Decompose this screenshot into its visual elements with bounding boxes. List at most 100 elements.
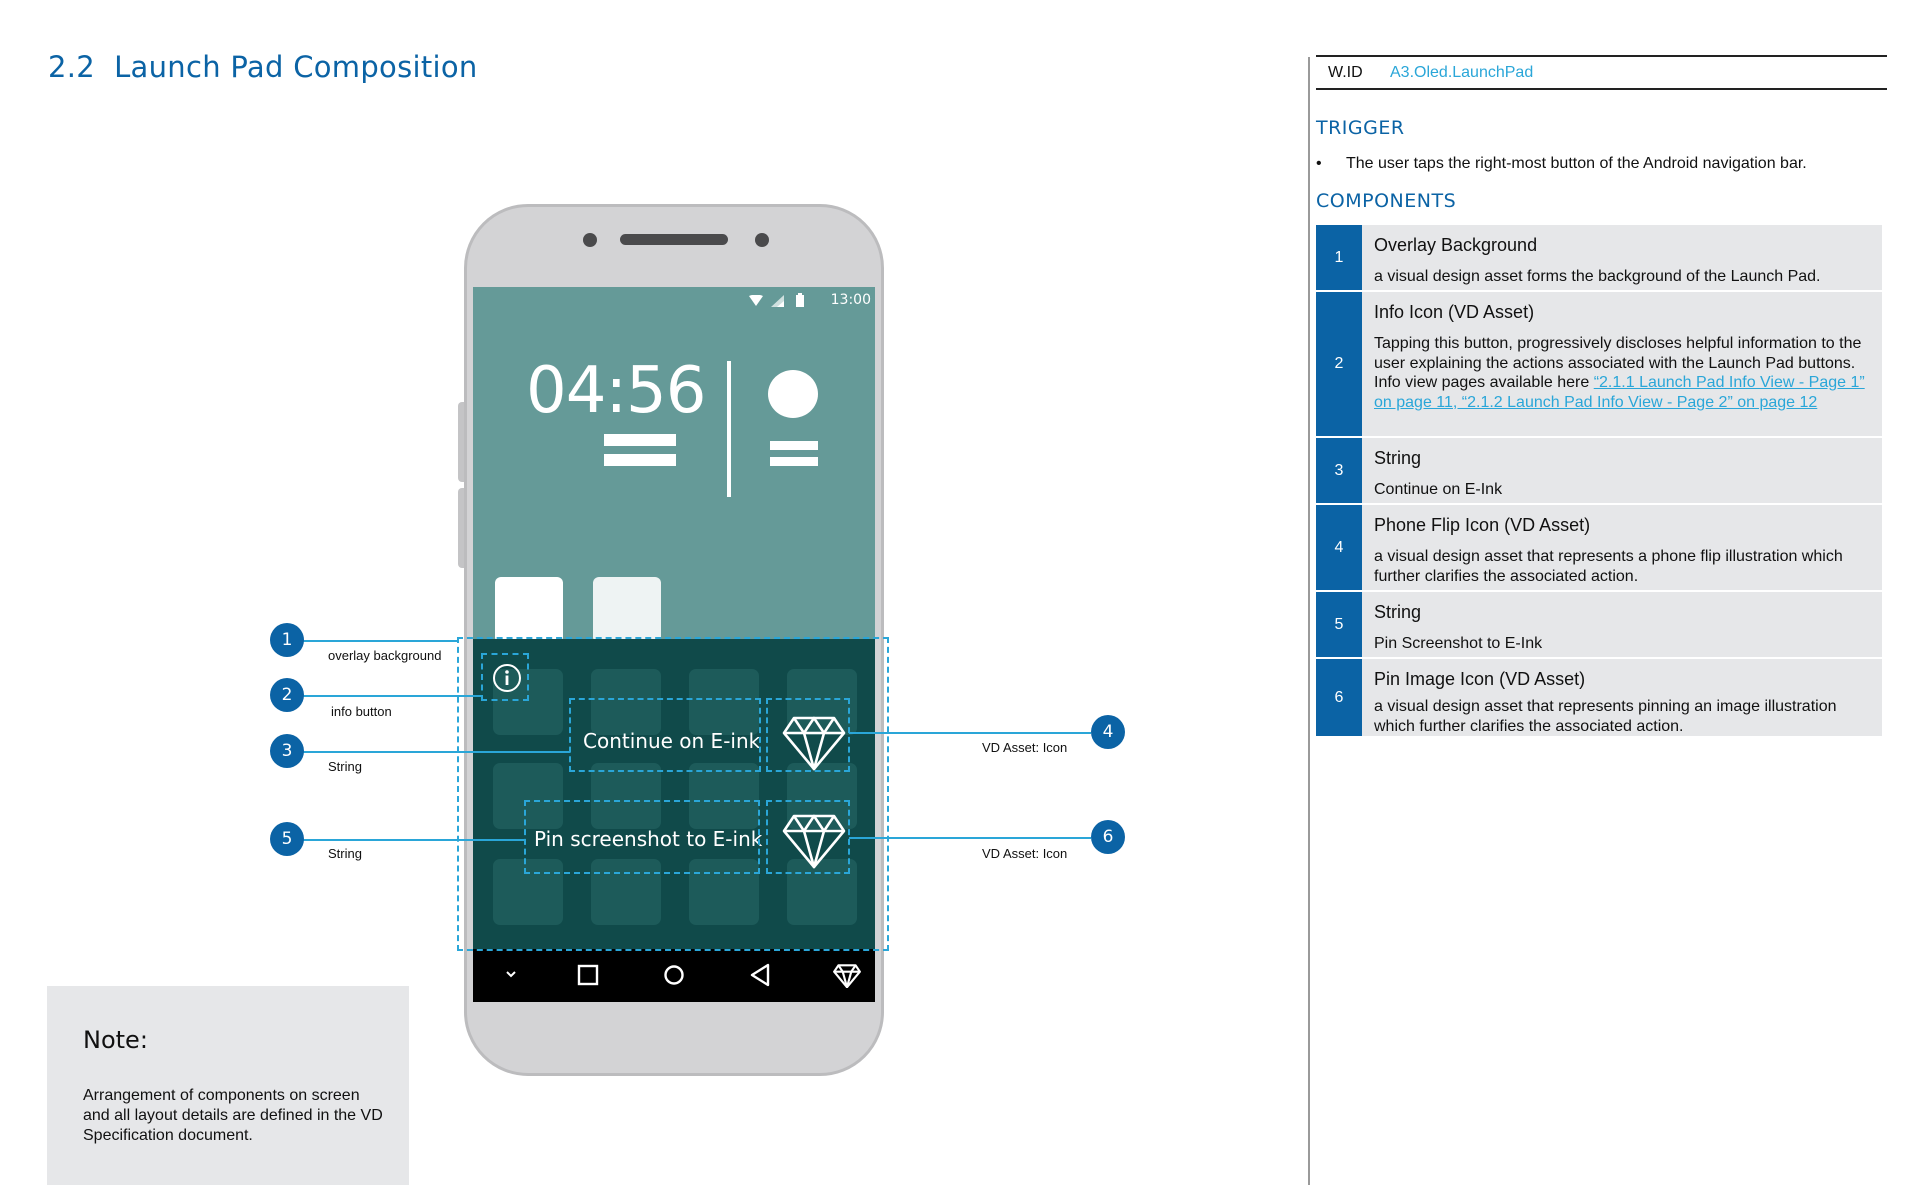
diamond-icon[interactable] bbox=[782, 813, 846, 869]
ghost-tile bbox=[787, 859, 857, 925]
callout-label-5: String bbox=[328, 846, 362, 861]
clock-date-placeholder-1 bbox=[604, 434, 676, 446]
ghost-tile bbox=[689, 669, 759, 735]
component-number: 6 bbox=[1316, 659, 1362, 736]
callout-badge-2: 2 bbox=[270, 678, 304, 712]
weather-placeholder-icon bbox=[768, 370, 818, 418]
ghost-tile bbox=[591, 859, 661, 925]
component-number: 1 bbox=[1316, 225, 1362, 290]
clock-divider bbox=[727, 361, 731, 497]
note-text: Arrangement of components on screen and … bbox=[83, 1087, 383, 1144]
phone-volume-button bbox=[458, 402, 466, 482]
note-title: Note: bbox=[83, 1026, 148, 1054]
clock-date-placeholder-2 bbox=[604, 454, 676, 466]
component-row-4: 4 Phone Flip Icon (VD Asset) a visual de… bbox=[1316, 505, 1882, 590]
pin-screenshot-button[interactable]: Pin screenshot to E-ink bbox=[534, 827, 763, 851]
trigger-heading: TRIGGER bbox=[1316, 117, 1405, 139]
launchpad-overlay: Continue on E-ink Pin screenshot to E-in… bbox=[473, 639, 875, 949]
component-number: 4 bbox=[1316, 505, 1362, 590]
components-heading: COMPONENTS bbox=[1316, 190, 1457, 212]
chevron-down-icon[interactable] bbox=[505, 969, 517, 979]
section-title: 2.2 Launch Pad Composition bbox=[48, 50, 478, 84]
ghost-tile bbox=[591, 763, 661, 829]
callout-label-6: VD Asset: Icon bbox=[982, 846, 1068, 861]
overlay-annotation-box bbox=[457, 637, 889, 951]
component-desc: Tapping this button, progressively discl… bbox=[1374, 334, 1874, 412]
weather-placeholder-1 bbox=[770, 441, 818, 450]
icon-annotation-box-6 bbox=[766, 800, 850, 874]
callout-badge-1: 1 bbox=[270, 623, 304, 657]
component-desc: Continue on E-Ink bbox=[1374, 481, 1503, 498]
component-desc: Pin Screenshot to E-Ink bbox=[1374, 635, 1543, 652]
phone-power-button bbox=[458, 488, 466, 568]
diamond-icon[interactable] bbox=[782, 715, 846, 771]
callout-line-3 bbox=[302, 751, 570, 753]
component-number: 2 bbox=[1316, 292, 1362, 436]
trigger-text: The user taps the right-most button of t… bbox=[1346, 155, 1807, 172]
component-desc-text: Tapping this button, progressively discl… bbox=[1374, 335, 1862, 391]
info-annotation-box bbox=[481, 653, 529, 701]
component-title: String bbox=[1374, 448, 1422, 468]
component-title: Overlay Background bbox=[1374, 235, 1538, 255]
callout-line-2 bbox=[302, 695, 482, 697]
component-title: Pin Image Icon (VD Asset) bbox=[1374, 669, 1586, 689]
clock-time: 04:56 bbox=[526, 354, 706, 428]
callout-badge-4: 4 bbox=[1091, 715, 1125, 749]
app-tile[interactable] bbox=[593, 577, 661, 643]
note-box: Note: Arrangement of components on scree… bbox=[47, 986, 409, 1185]
callout-label-2: info button bbox=[331, 704, 392, 719]
callout-line-5 bbox=[302, 839, 525, 841]
circle-icon[interactable] bbox=[663, 964, 685, 986]
ghost-tile bbox=[493, 859, 563, 925]
phone-screen: 13:00 04:56 Continue on E-ink Pin screen… bbox=[473, 287, 875, 1002]
component-row-6: 6 Pin Image Icon (VD Asset) a visual des… bbox=[1316, 659, 1882, 736]
callout-line-4 bbox=[849, 732, 1091, 734]
component-title: Info Icon (VD Asset) bbox=[1374, 302, 1535, 322]
callout-badge-6: 6 bbox=[1091, 820, 1125, 854]
callout-badge-5: 5 bbox=[270, 822, 304, 856]
component-row-2: 2 Info Icon (VD Asset) Tapping this butt… bbox=[1316, 292, 1882, 436]
wid-value: A3.Oled.LaunchPad bbox=[1390, 64, 1534, 81]
callout-line-6 bbox=[849, 837, 1091, 839]
string-annotation-box-5 bbox=[524, 800, 760, 874]
callout-badge-3: 3 bbox=[270, 734, 304, 768]
component-row-5: 5 String Pin Screenshot to E-Ink bbox=[1316, 592, 1882, 657]
component-desc: a visual design asset that represents a … bbox=[1374, 548, 1843, 585]
continue-on-eink-button[interactable]: Continue on E-ink bbox=[583, 729, 761, 753]
ghost-tile bbox=[591, 669, 661, 735]
component-row-1: 1 Overlay Background a visual design ass… bbox=[1316, 225, 1882, 290]
android-nav-bar bbox=[473, 949, 875, 1002]
back-triangle-icon[interactable] bbox=[749, 963, 771, 987]
status-bar: 13:00 bbox=[473, 287, 875, 313]
callout-label-1: overlay background bbox=[328, 648, 442, 663]
weather-placeholder-2 bbox=[770, 457, 818, 466]
trigger-bullet: • bbox=[1316, 155, 1322, 172]
component-row-3: 3 String Continue on E-Ink bbox=[1316, 438, 1882, 503]
section-number: 2.2 bbox=[48, 50, 96, 84]
diamond-icon[interactable] bbox=[833, 964, 861, 988]
battery-icon bbox=[796, 293, 804, 307]
ghost-tile bbox=[493, 763, 563, 829]
ghost-tile bbox=[689, 859, 759, 925]
info-icon[interactable] bbox=[492, 663, 522, 693]
ghost-tile bbox=[787, 763, 857, 829]
signal-icon bbox=[771, 295, 784, 307]
callout-label-3: String bbox=[328, 759, 362, 774]
icon-annotation-box-4 bbox=[766, 698, 850, 772]
callout-line-1 bbox=[302, 640, 458, 642]
component-title: String bbox=[1374, 602, 1422, 622]
component-number: 5 bbox=[1316, 592, 1362, 657]
component-desc: a visual design asset forms the backgrou… bbox=[1374, 268, 1821, 285]
component-title: Phone Flip Icon (VD Asset) bbox=[1374, 515, 1591, 535]
phone-front-camera bbox=[583, 233, 597, 247]
square-icon[interactable] bbox=[577, 964, 599, 986]
info-view-link[interactable]: “2.1.1 Launch Pad Info View - Page 1” on… bbox=[1374, 374, 1865, 411]
component-number: 3 bbox=[1316, 438, 1362, 503]
ghost-tile bbox=[689, 763, 759, 829]
component-desc: a visual design asset that represents pi… bbox=[1374, 698, 1837, 735]
phone-speaker bbox=[620, 234, 728, 245]
app-tile[interactable] bbox=[495, 577, 563, 643]
section-title-text: Launch Pad Composition bbox=[114, 50, 478, 84]
wifi-icon bbox=[749, 295, 763, 306]
status-time: 13:00 bbox=[830, 292, 871, 308]
